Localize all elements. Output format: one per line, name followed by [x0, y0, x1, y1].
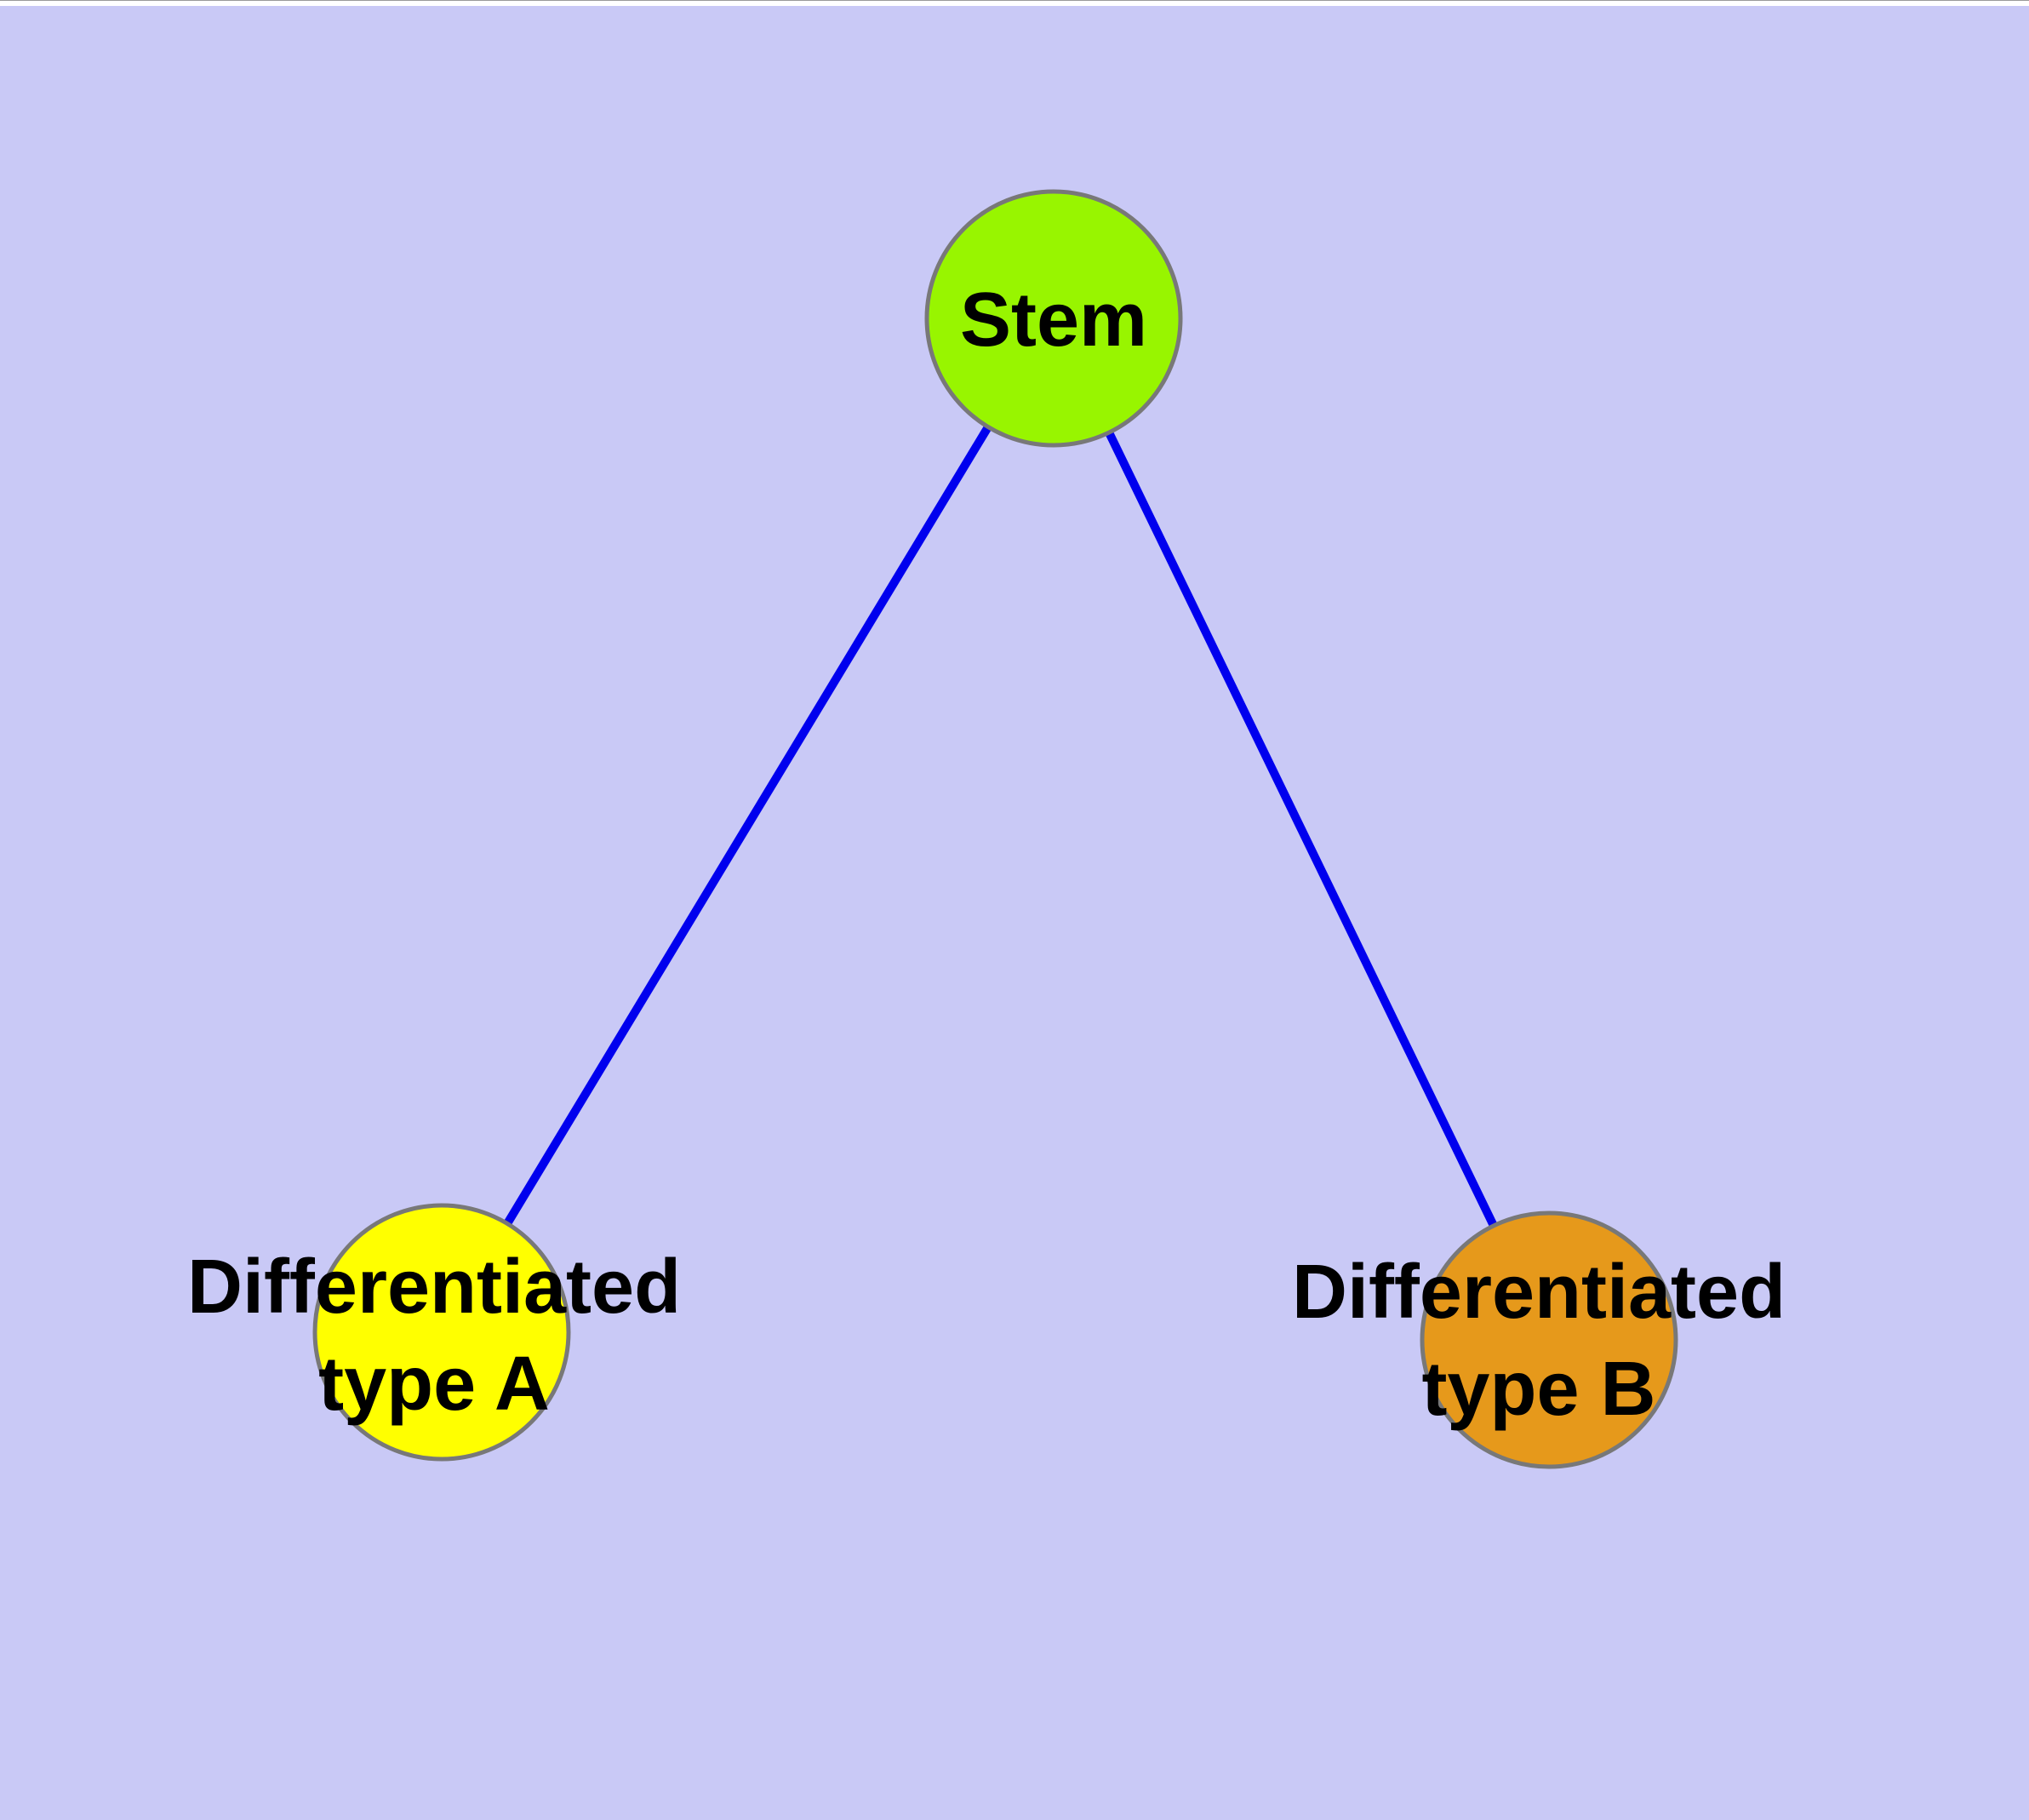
label-line: Differentiated [186, 1245, 682, 1330]
edge-stem-to-type-b [1049, 316, 1553, 1342]
node-type-b-label: Differentiated type B [1292, 1244, 1786, 1438]
node-type-b-circle [1420, 1210, 1678, 1469]
window-top-strip [0, 0, 2029, 6]
label-line: type A [318, 1342, 550, 1427]
edge-stem-to-type-a [437, 316, 1058, 1335]
node-type-a-label: Differentiated type A [187, 1239, 681, 1433]
node-stem-circle [924, 189, 1183, 448]
node-stem-label: Stem [960, 272, 1147, 369]
label-line: Stem [959, 278, 1148, 363]
label-line: Differentiated [1291, 1250, 1786, 1335]
node-type-a-circle [312, 1203, 571, 1462]
label-line: type B [1421, 1347, 1656, 1432]
